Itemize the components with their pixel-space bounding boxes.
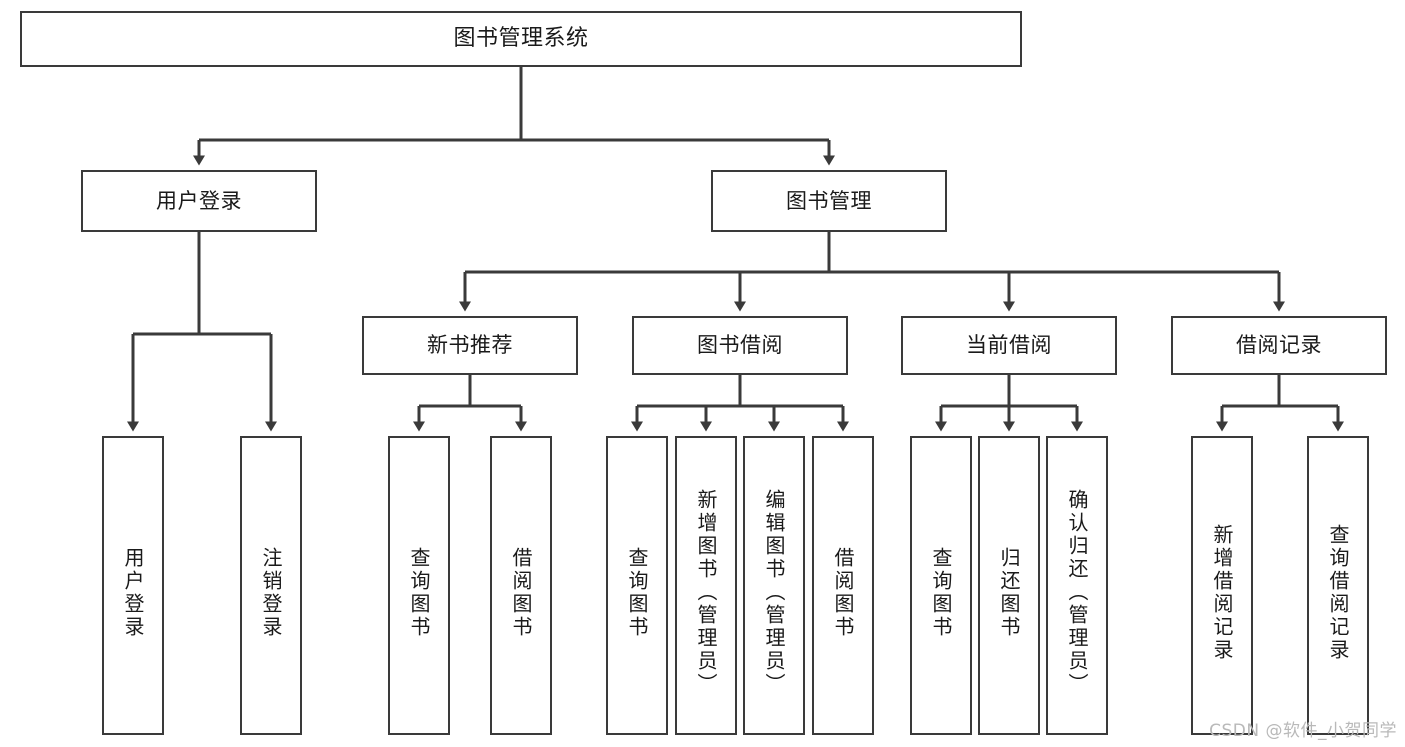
node-leaf-return-book-label: 归还图书 [997, 546, 1021, 639]
leaf-text-wrap: 用户登录 [104, 452, 162, 733]
leaf-text-wrap: 编辑图书（管理员） [745, 452, 803, 733]
leaf-text-wrap: 查询图书 [390, 452, 448, 733]
leaf-text-wrap: 查询借阅记录 [1309, 452, 1367, 733]
node-leaf-add-record[interactable]: 新增借阅记录 [1191, 436, 1253, 735]
node-book-borrow-label: 图书借阅 [697, 333, 783, 358]
node-leaf-query-book-2-label: 查询图书 [625, 546, 649, 639]
node-leaf-add-record-label: 新增借阅记录 [1210, 523, 1234, 662]
node-leaf-borrow-book-2-label: 借阅图书 [831, 546, 855, 639]
node-book-borrow[interactable]: 图书借阅 [632, 316, 848, 375]
csdn-watermark: CSDN @软件_小贺同学 [1209, 721, 1397, 741]
node-leaf-query-book-1[interactable]: 查询图书 [388, 436, 450, 735]
leaf-text-wrap: 新增图书（管理员） [677, 452, 735, 733]
node-leaf-query-book-3-label: 查询图书 [929, 546, 953, 639]
node-user-login-label: 用户登录 [156, 188, 242, 213]
node-leaf-borrow-book-1-label: 借阅图书 [509, 546, 533, 639]
leaf-text-wrap: 查询图书 [912, 452, 970, 733]
node-current-borrow[interactable]: 当前借阅 [901, 316, 1117, 375]
node-leaf-query-book-3[interactable]: 查询图书 [910, 436, 972, 735]
leaf-text-wrap: 查询图书 [608, 452, 666, 733]
node-leaf-user-login[interactable]: 用户登录 [102, 436, 164, 735]
node-user-login[interactable]: 用户登录 [81, 170, 317, 232]
node-leaf-return-book[interactable]: 归还图书 [978, 436, 1040, 735]
node-leaf-add-book[interactable]: 新增图书（管理员） [675, 436, 737, 735]
leaf-text-wrap: 借阅图书 [492, 452, 550, 733]
leaf-text-wrap: 归还图书 [980, 452, 1038, 733]
node-leaf-user-logout-label: 注销登录 [259, 546, 283, 639]
leaf-text-wrap: 注销登录 [242, 452, 300, 733]
node-leaf-confirm-return[interactable]: 确认归还（管理员） [1046, 436, 1108, 735]
node-leaf-edit-book[interactable]: 编辑图书（管理员） [743, 436, 805, 735]
node-borrow-record[interactable]: 借阅记录 [1171, 316, 1387, 375]
node-new-book-recommend[interactable]: 新书推荐 [362, 316, 578, 375]
node-current-borrow-label: 当前借阅 [966, 333, 1052, 358]
node-leaf-query-record-label: 查询借阅记录 [1326, 523, 1350, 662]
node-leaf-user-login-label: 用户登录 [121, 546, 145, 639]
node-root-label: 图书管理系统 [453, 26, 589, 52]
node-leaf-query-book-1-label: 查询图书 [407, 546, 431, 639]
node-leaf-confirm-return-label: 确认归还（管理员） [1065, 489, 1089, 696]
node-root[interactable]: 图书管理系统 [20, 11, 1022, 67]
node-borrow-record-label: 借阅记录 [1236, 333, 1322, 358]
leaf-text-wrap: 新增借阅记录 [1193, 452, 1251, 733]
node-leaf-query-book-2[interactable]: 查询图书 [606, 436, 668, 735]
node-leaf-borrow-book-2[interactable]: 借阅图书 [812, 436, 874, 735]
leaf-text-wrap: 借阅图书 [814, 452, 872, 733]
node-leaf-query-record[interactable]: 查询借阅记录 [1307, 436, 1369, 735]
node-leaf-borrow-book-1[interactable]: 借阅图书 [490, 436, 552, 735]
node-new-book-recommend-label: 新书推荐 [427, 333, 513, 358]
node-leaf-edit-book-label: 编辑图书（管理员） [762, 489, 786, 696]
node-leaf-add-book-label: 新增图书（管理员） [694, 489, 718, 696]
node-book-manage[interactable]: 图书管理 [711, 170, 947, 232]
node-book-manage-label: 图书管理 [786, 188, 872, 213]
node-leaf-user-logout[interactable]: 注销登录 [240, 436, 302, 735]
leaf-text-wrap: 确认归还（管理员） [1048, 452, 1106, 733]
